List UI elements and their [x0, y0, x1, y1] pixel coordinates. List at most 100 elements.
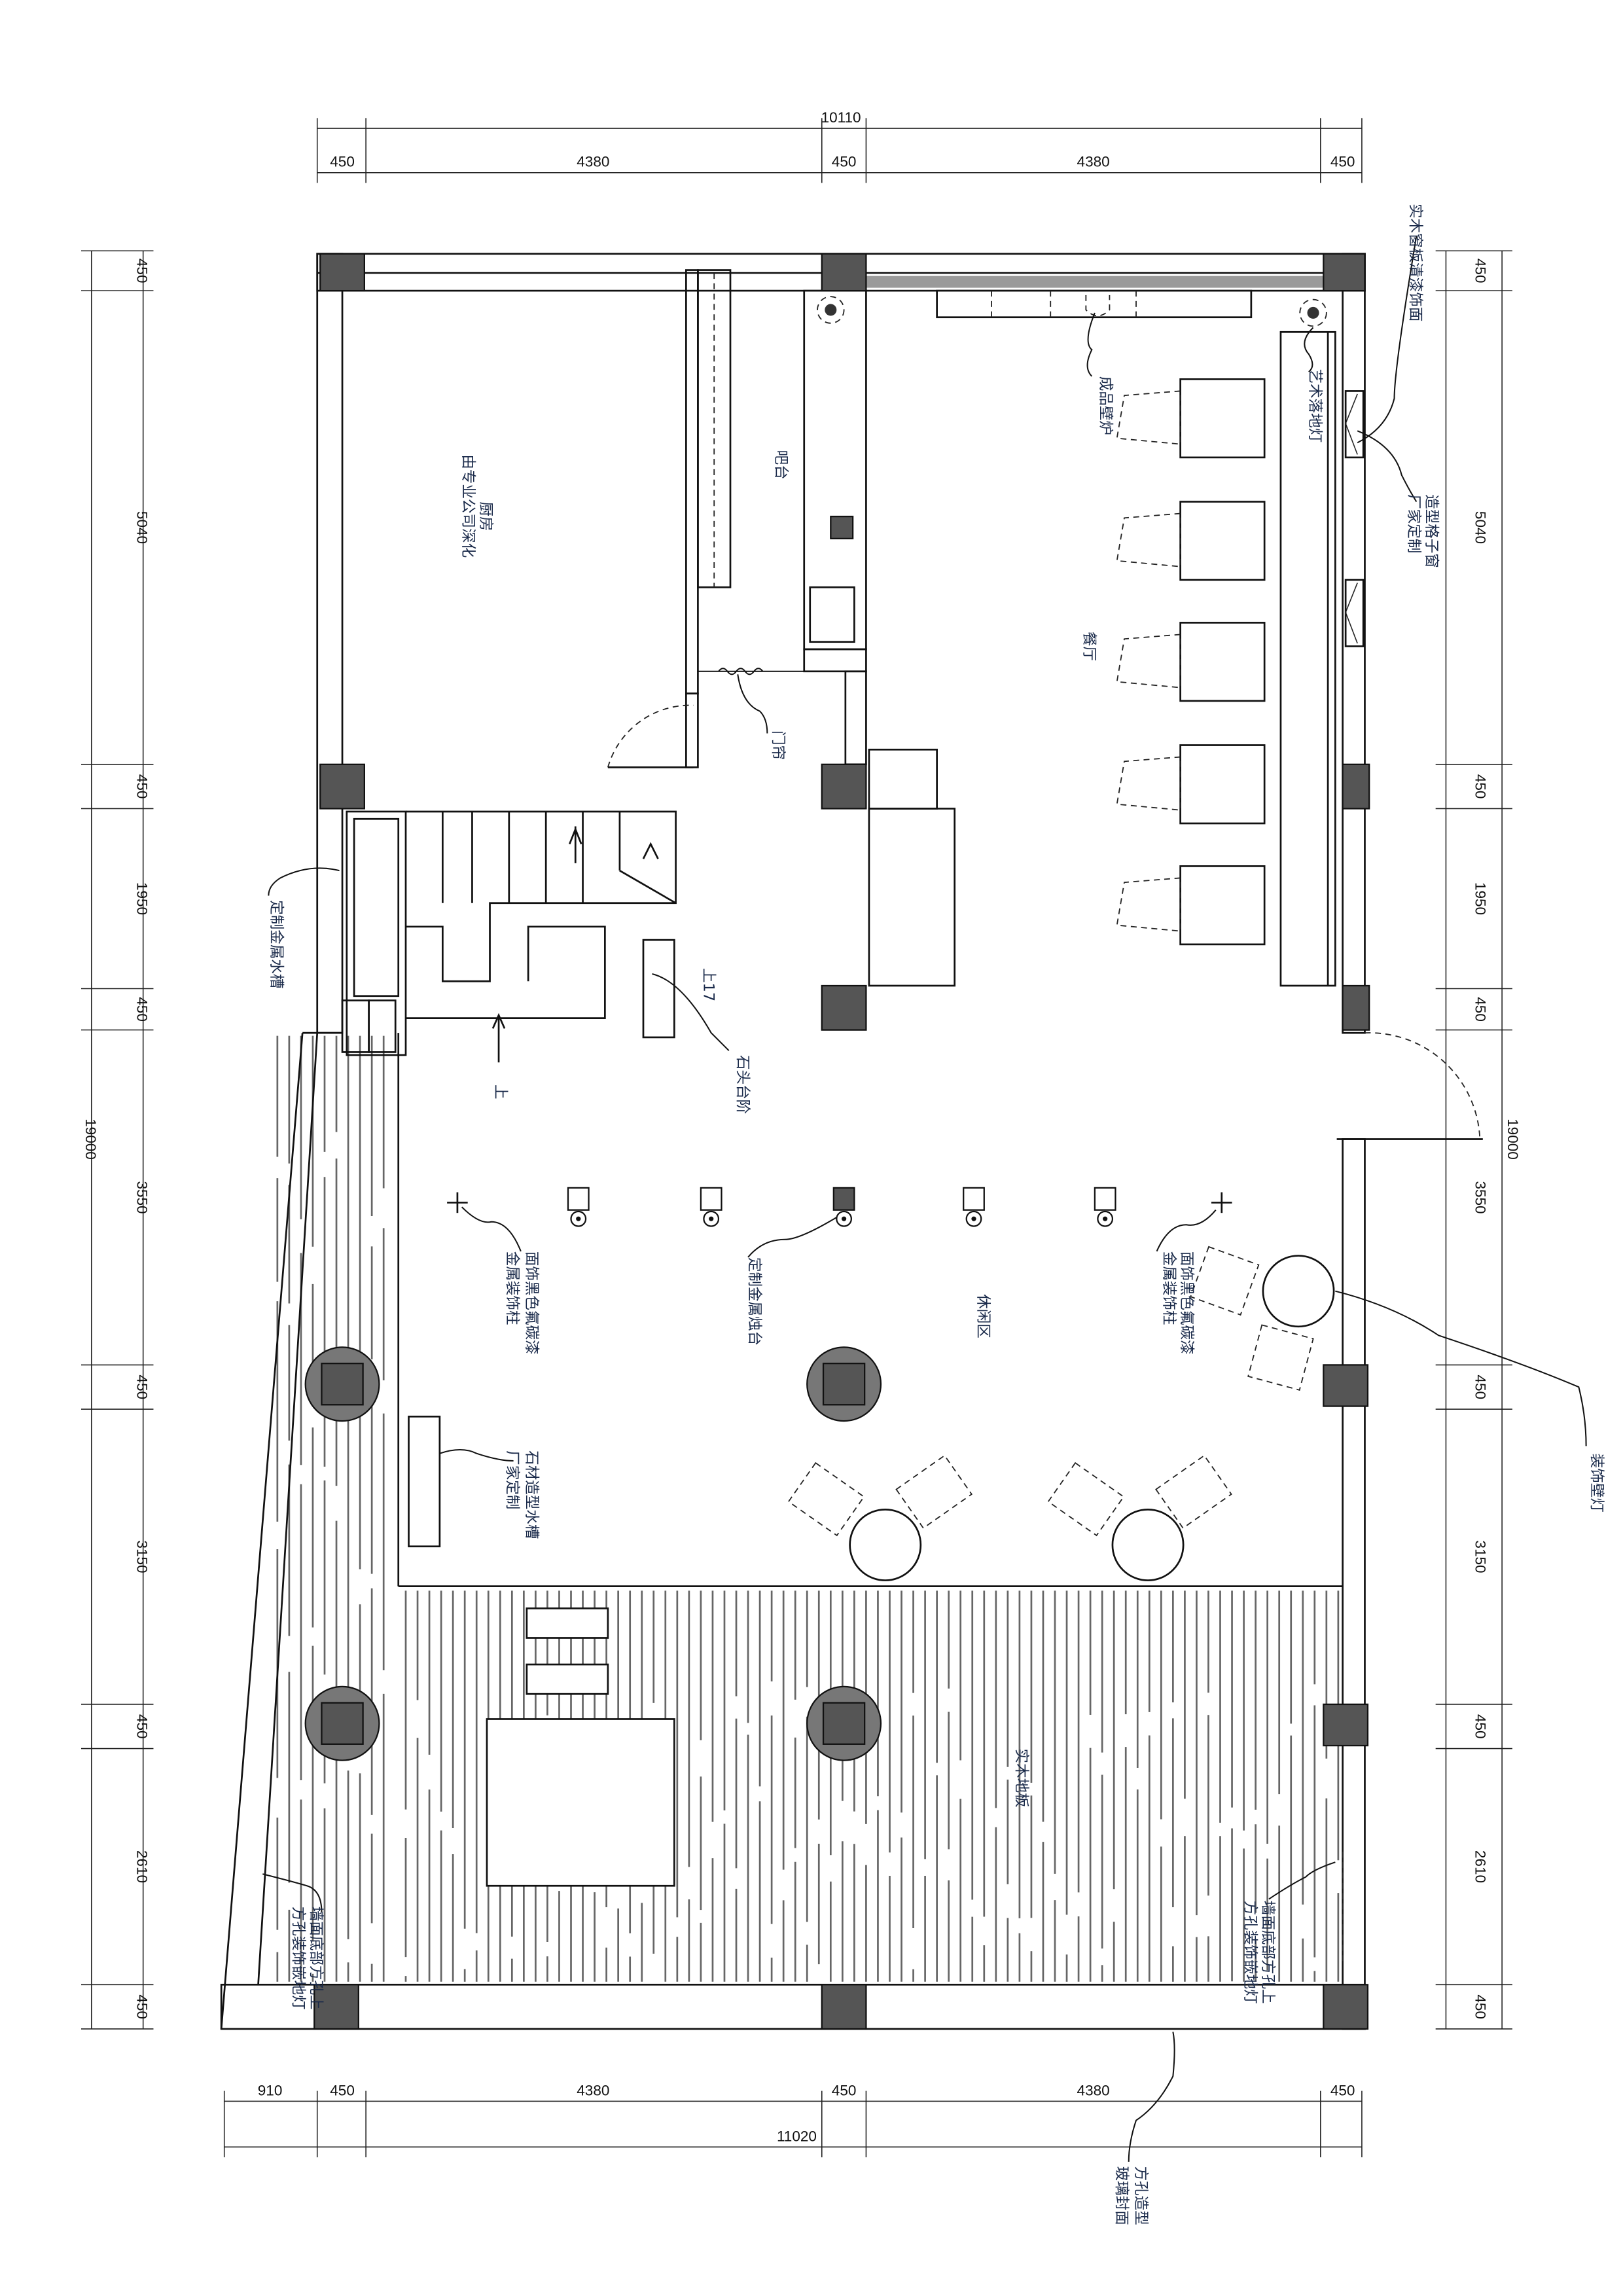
dim-bottom-seg: 4380: [577, 2082, 609, 2098]
column: [821, 984, 867, 1031]
window-panel: [866, 276, 1324, 288]
dining-table: [1179, 744, 1266, 825]
dining-chair: [1116, 756, 1181, 811]
dining-chair: [1116, 634, 1181, 689]
dim-bottom-seg: 450: [832, 2082, 857, 2098]
column: [1323, 1703, 1369, 1747]
kitchen-note: 由专业公司深化: [459, 454, 476, 558]
metal-pillar-marker: [1211, 1192, 1232, 1213]
dim-left-seg: 3150: [134, 1540, 151, 1573]
kitchen-door-swing: [607, 704, 694, 768]
room-label-lounge: 休闲区: [974, 1294, 991, 1338]
dim-left-seg: 450: [134, 1714, 151, 1739]
room-label-bar: 吧台: [772, 450, 789, 480]
banquette: [1279, 331, 1336, 987]
column: [319, 763, 365, 810]
fireplace-icon: [1085, 295, 1111, 317]
low-table: [486, 1718, 675, 1887]
dim-left-seg: 450: [134, 997, 151, 1022]
label-candle-stand: 定制金属烛台: [745, 1257, 762, 1346]
label-wall-bottom-right: 墙面底部方孔上: [1259, 1901, 1276, 2004]
dining-set: [1116, 744, 1266, 825]
candle-stand: [567, 1187, 590, 1227]
dim-right-seg: 450: [1472, 259, 1489, 283]
lounge-chair: [1247, 1324, 1314, 1391]
dining-table: [1179, 622, 1266, 702]
dim-right-seg: 5040: [1472, 511, 1489, 544]
label-metal-sink: 定制金属水槽: [268, 900, 285, 988]
dining-chair: [1116, 390, 1181, 445]
lattice-window: [1344, 390, 1364, 459]
dim-bottom-seg: 450: [330, 2082, 355, 2098]
dining-set: [1116, 865, 1266, 946]
sideboard: [936, 289, 1253, 319]
dim-right-total: 19000: [1505, 1119, 1521, 1160]
dim-top-seg: 450: [330, 154, 355, 170]
label-wall-bottom-left: 墙面底部方孔上: [308, 1907, 325, 2010]
dining-chair: [1116, 512, 1181, 567]
label-door-curtain: 门帘: [769, 730, 786, 760]
dim-right-seg: 450: [1472, 1714, 1489, 1739]
dim-right-seg: 450: [1472, 1994, 1489, 2019]
leader-lines: [262, 236, 1587, 2162]
column: [1323, 253, 1366, 292]
label-floor-lamp: 艺术落地灯: [1306, 369, 1323, 443]
dining-chair: [1116, 877, 1181, 932]
dim-left-seg: 5040: [134, 511, 151, 544]
round-column: [806, 1346, 882, 1422]
metal-pillar-marker: [447, 1192, 468, 1213]
wood-floor: [276, 1035, 1340, 1982]
dim-bottom-seg: 4380: [1077, 2082, 1110, 2098]
column: [313, 1984, 359, 2030]
dim-right-seg: 1950: [1472, 882, 1489, 915]
floor-material-label: 实木地板: [1012, 1749, 1029, 1808]
stone-steps: [642, 939, 675, 1039]
dim-left-total: 19000: [82, 1119, 99, 1160]
lattice-window: [1344, 579, 1364, 647]
dining-set: [1116, 622, 1266, 702]
dim-top-seg: 450: [832, 154, 857, 170]
bar-sink: [809, 586, 855, 643]
dim-top-seg: 450: [1330, 154, 1355, 170]
dim-left-seg: 450: [134, 1374, 151, 1399]
lounge-chair: [895, 1454, 973, 1529]
top-dimensions: 10110 450 4380 450 4380 450: [316, 109, 1363, 183]
round-table: [1262, 1255, 1335, 1328]
dim-left-seg: 2610: [134, 1850, 151, 1883]
column: [1342, 763, 1370, 810]
staircase: [341, 810, 677, 1063]
dim-bottom-seg: 450: [1330, 2082, 1355, 2098]
labels: 厨房 由专业公司深化 吧台 餐厅 休闲区 实木地板 成品壁炉 艺术落地灯 实木窗…: [268, 204, 1605, 2225]
label-up: 上: [492, 1085, 509, 1100]
column: [1323, 1364, 1369, 1407]
label-step-up-17: 上17: [700, 968, 717, 1001]
label-lattice-window: 造型格子窗: [1423, 494, 1440, 568]
dim-right-seg: 450: [1472, 1374, 1489, 1399]
label-wall-bottom-left-2: 方孔装饰嵌地灯: [290, 1907, 307, 2010]
column: [1323, 1984, 1369, 2030]
candle-stand: [700, 1187, 722, 1227]
left-dimensions: 19000 4505040450195045035504503150450261…: [80, 250, 154, 2030]
entrance-door-swing: [1364, 1032, 1481, 1139]
lounge-chair: [1155, 1454, 1232, 1529]
label-fireplace: 成品壁炉: [1097, 376, 1114, 435]
round-table: [849, 1508, 922, 1581]
dining-table: [1179, 865, 1266, 946]
room-label-kitchen: 厨房: [477, 502, 494, 531]
dim-right-seg: 2610: [1472, 1850, 1489, 1883]
bench: [526, 1607, 609, 1639]
column: [821, 253, 867, 292]
dim-left-seg: 3550: [134, 1181, 151, 1213]
walls: [220, 253, 1366, 2030]
label-stone-sink-note: 厂家定制: [504, 1450, 521, 1509]
column: [319, 253, 365, 292]
round-column: [806, 1685, 882, 1761]
dim-left-seg: 1950: [134, 882, 151, 915]
dim-bottom-seg: 910: [258, 2082, 283, 2098]
label-stone-sink: 石材造型水槽: [523, 1450, 540, 1539]
column: [821, 763, 867, 810]
lounge-chair: [787, 1462, 865, 1537]
dim-left-seg: 450: [134, 774, 151, 799]
label-pillar-left: 面饰黑色氟碳漆: [523, 1251, 540, 1355]
bottom-dimensions: 910 450 4380 450 4380 450 11020: [223, 2082, 1363, 2158]
